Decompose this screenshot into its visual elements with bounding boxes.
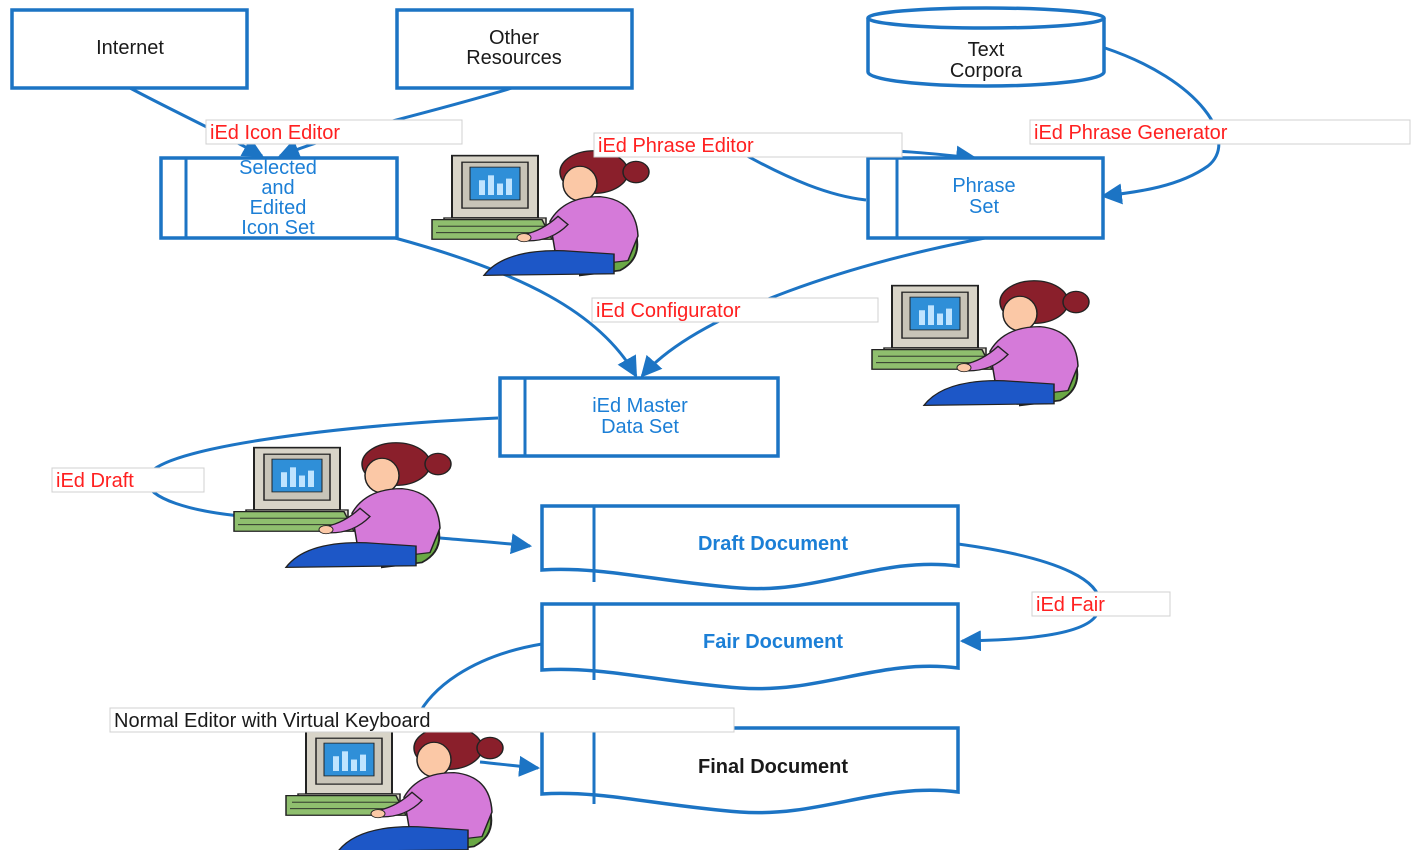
edge-finalperson-to-finaldoc [479, 755, 541, 777]
icon-set-line-2: and [261, 177, 294, 199]
draft-document-shape: Draft Document [540, 504, 960, 591]
person-at-computer-icon [233, 441, 452, 569]
person-at-computer-icon [431, 149, 650, 277]
other-resources-line-2: Resources [466, 47, 562, 69]
phrase-set-line-2: Set [969, 196, 999, 218]
normal-editor-label: Normal Editor with Virtual Keyboard [114, 710, 430, 732]
icon-set-line-4: Icon Set [241, 217, 315, 239]
phrase-set-box: Phrase Set [866, 156, 1105, 240]
edge-draftperson-to-draftdoc [439, 533, 533, 555]
configurator-label-box: iEd Configurator [591, 297, 879, 323]
configurator-label: iEd Configurator [596, 300, 741, 322]
icon-set-box: Selected and Edited Icon Set [159, 156, 399, 240]
icon-editor-label: iEd Icon Editor [210, 122, 340, 144]
edge-fairdoc-to-normaleditor [416, 642, 543, 717]
final-document-shape: Final Document [540, 726, 960, 815]
person-at-computer-icon [285, 725, 504, 850]
phrase-generator-label: iEd Phrase Generator [1034, 122, 1228, 144]
master-data-set-line-2: Data Set [601, 416, 679, 438]
master-data-set-line-1: iEd Master [592, 395, 688, 417]
edge-corpora-to-phraseset [1100, 46, 1221, 205]
person-at-computer-icon [871, 279, 1090, 407]
text-corpora-line-1: Text [968, 39, 1005, 61]
fair-document-label: Fair Document [703, 631, 843, 653]
edge-phraseset-to-phraseeditor [739, 150, 867, 202]
icon-editor-label-box: iEd Icon Editor [205, 119, 463, 145]
phrase-set-line-1: Phrase [952, 175, 1015, 197]
edge-phraseset-to-master [640, 236, 986, 378]
text-corpora-line-2: Corpora [950, 60, 1023, 82]
edge-iconset-to-master [394, 236, 638, 378]
internet-box: Internet [10, 8, 249, 90]
other-resources-line-1: Other [489, 27, 539, 49]
master-data-set-box: iEd Master Data Set [498, 376, 780, 458]
icon-set-line-3: Edited [250, 197, 307, 219]
draft-label-box: iEd Draft [51, 467, 205, 493]
text-corpora-database: Text Corpora [866, 6, 1106, 88]
edge-internet-to-iconset [129, 86, 264, 158]
fair-label: iEd Fair [1036, 594, 1105, 616]
draft-label: iEd Draft [56, 470, 134, 492]
fair-document-shape: Fair Document [540, 602, 960, 691]
fair-label-box: iEd Fair [1031, 591, 1171, 617]
normal-editor-label-box: Normal Editor with Virtual Keyboard [109, 707, 735, 733]
phrase-generator-label-box: iEd Phrase Generator [1029, 119, 1411, 145]
icon-set-line-1: Selected [239, 157, 317, 179]
edge-master-to-draftperson [145, 416, 499, 518]
internet-label: Internet [96, 37, 164, 59]
phrase-editor-label-box: iEd Phrase Editor [593, 132, 903, 158]
phrase-editor-label: iEd Phrase Editor [598, 135, 754, 157]
final-document-label: Final Document [698, 756, 848, 778]
other-resources-box: Other Resources [395, 8, 634, 90]
draft-document-label: Draft Document [698, 533, 848, 555]
